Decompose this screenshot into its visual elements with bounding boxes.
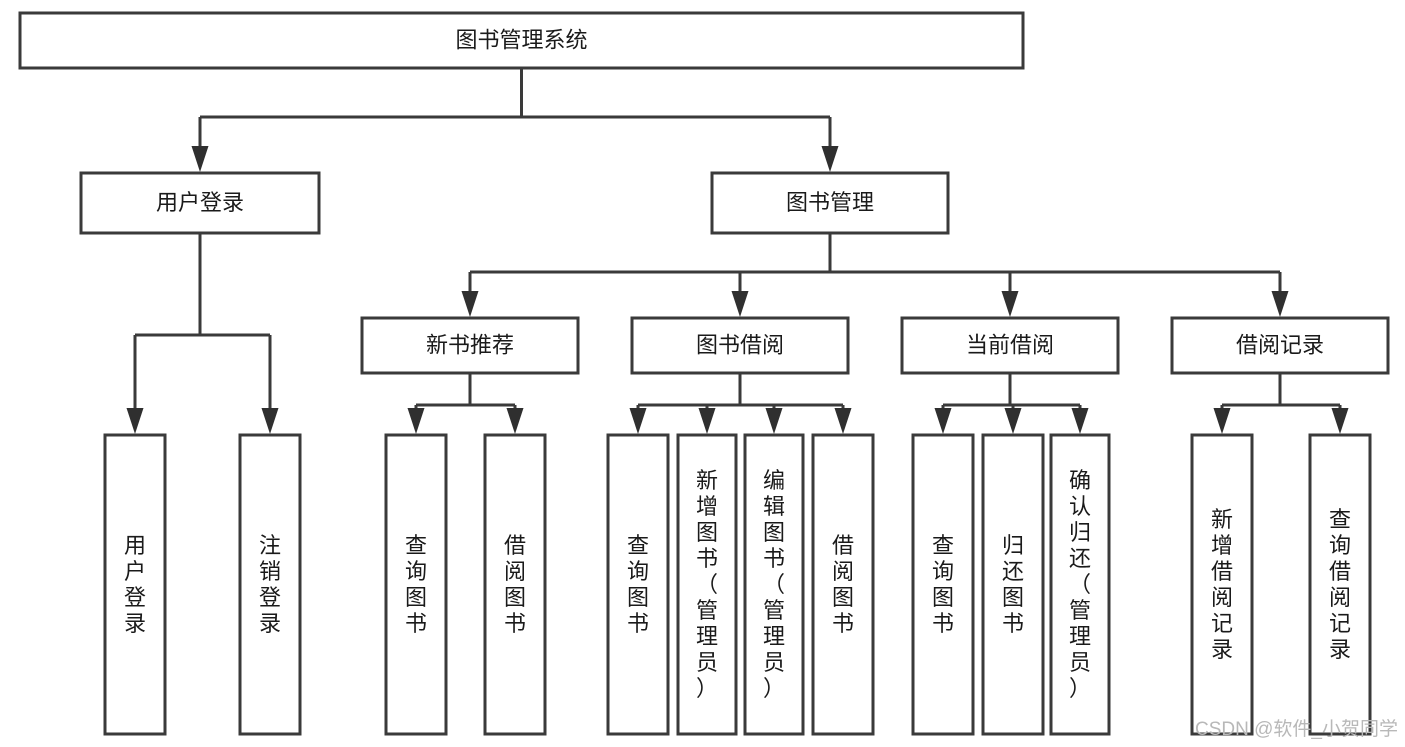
node-leaf-query-book-2[interactable]: 查询图书 (606, 433, 670, 736)
node-box[interactable] (103, 433, 167, 736)
arrow-head-icon (629, 408, 647, 434)
node-box[interactable] (1170, 316, 1390, 375)
arrow-head-icon (934, 408, 952, 434)
node-label: 查询图书 (932, 533, 954, 636)
node-leaf-return-book[interactable]: 归还图书 (981, 433, 1045, 736)
node-box[interactable] (900, 316, 1120, 375)
arrow-head-icon (765, 408, 783, 434)
node-leaf-add-record[interactable]: 新增借阅记录 (1190, 433, 1254, 736)
csdn-watermark: CSDN @软件_小贺同学 (1195, 718, 1398, 740)
node-label: 用户登录 (124, 533, 146, 636)
arrow-head-icon (506, 408, 524, 434)
node-box[interactable] (1190, 433, 1254, 736)
node-label: 确认归还（管理员） (1069, 468, 1091, 701)
connector-group-book_manage (461, 233, 1289, 317)
node-label: 注销登录 (259, 533, 281, 636)
arrow-head-icon (834, 408, 852, 434)
node-box[interactable] (676, 433, 738, 736)
connector-group-current_borrow (934, 373, 1089, 434)
node-box[interactable] (981, 433, 1045, 736)
node-box[interactable] (743, 433, 805, 736)
node-label: 新增借阅记录 (1211, 507, 1233, 662)
node-box[interactable] (238, 433, 302, 736)
node-leaf-user-login[interactable]: 用户登录 (103, 433, 167, 736)
node-borrow-record[interactable]: 借阅记录 (1170, 316, 1390, 375)
arrow-head-icon (1271, 291, 1289, 317)
arrow-head-icon (1213, 408, 1231, 434)
node-root[interactable]: 图书管理系统 (18, 11, 1025, 70)
node-leaf-borrow-book-1[interactable]: 借阅图书 (483, 433, 547, 736)
node-leaf-query-book-1[interactable]: 查询图书 (384, 433, 448, 736)
connector-group-root (191, 68, 839, 172)
node-current-borrow[interactable]: 当前借阅 (900, 316, 1120, 375)
node-box[interactable] (384, 433, 448, 736)
node-label: 借阅图书 (832, 533, 854, 636)
node-box[interactable] (811, 433, 875, 736)
node-box[interactable] (911, 433, 975, 736)
node-box[interactable] (483, 433, 547, 736)
node-leaf-borrow-book-2[interactable]: 借阅图书 (811, 433, 875, 736)
node-new-book-rec[interactable]: 新书推荐 (360, 316, 580, 375)
arrow-head-icon (261, 408, 279, 434)
node-label: 用户登录 (156, 190, 244, 215)
node-box[interactable] (630, 316, 850, 375)
arrow-head-icon (1004, 408, 1022, 434)
arrow-head-icon (407, 408, 425, 434)
node-box[interactable] (360, 316, 580, 375)
node-box[interactable] (1308, 433, 1372, 736)
node-label: 查询图书 (627, 533, 649, 636)
node-leaf-edit-book[interactable]: 编辑图书（管理员） (743, 433, 805, 736)
node-leaf-confirm-return[interactable]: 确认归还（管理员） (1049, 433, 1111, 736)
node-box[interactable] (1049, 433, 1111, 736)
node-leaf-logout[interactable]: 注销登录 (238, 433, 302, 736)
node-leaf-query-book-3[interactable]: 查询图书 (911, 433, 975, 736)
node-label: 借阅记录 (1236, 332, 1324, 357)
arrow-head-icon (821, 146, 839, 172)
node-user-login[interactable]: 用户登录 (79, 171, 321, 235)
arrow-head-icon (1071, 408, 1089, 434)
connector-group-user_login (126, 233, 279, 434)
node-label: 归还图书 (1002, 533, 1024, 636)
node-box[interactable] (79, 171, 321, 235)
arrow-head-icon (461, 291, 479, 317)
arrow-head-icon (731, 291, 749, 317)
node-label: 图书借阅 (696, 332, 784, 357)
arrow-head-icon (126, 408, 144, 434)
node-label: 图书管理 (786, 190, 874, 215)
arrow-head-icon (191, 146, 209, 172)
node-layer: 图书管理系统用户登录图书管理新书推荐图书借阅当前借阅借阅记录用户登录注销登录查询… (18, 11, 1390, 736)
node-label: 借阅图书 (504, 533, 526, 636)
arrow-head-icon (698, 408, 716, 434)
node-label: 新增图书（管理员） (696, 468, 718, 701)
node-book-manage[interactable]: 图书管理 (710, 171, 950, 235)
arrow-head-icon (1001, 291, 1019, 317)
connector-layer (126, 68, 1349, 434)
arrow-head-icon (1331, 408, 1349, 434)
node-box[interactable] (18, 11, 1025, 70)
node-label: 编辑图书（管理员） (763, 468, 785, 701)
node-box[interactable] (606, 433, 670, 736)
node-label: 查询图书 (405, 533, 427, 636)
node-leaf-query-record[interactable]: 查询借阅记录 (1308, 433, 1372, 736)
connector-group-borrow_record (1213, 373, 1349, 434)
node-book-borrow[interactable]: 图书借阅 (630, 316, 850, 375)
node-box[interactable] (710, 171, 950, 235)
node-label: 新书推荐 (426, 332, 514, 357)
node-label: 当前借阅 (966, 332, 1054, 357)
node-label: 查询借阅记录 (1329, 507, 1351, 662)
node-label: 图书管理系统 (455, 27, 587, 52)
connector-group-new_book_rec (407, 373, 524, 434)
node-leaf-add-book[interactable]: 新增图书（管理员） (676, 433, 738, 736)
connector-group-book_borrow (629, 373, 852, 434)
